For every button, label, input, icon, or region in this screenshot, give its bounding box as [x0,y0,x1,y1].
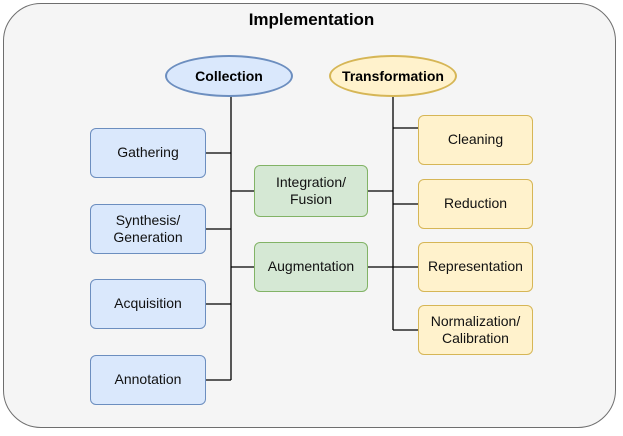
annotation-node: Annotation [90,355,206,405]
gathering-node: Gathering [90,128,206,178]
collection-node: Collection [165,55,293,97]
reduction-node: Reduction [418,179,533,229]
augmentation-node: Augmentation [254,242,368,292]
cleaning-node: Cleaning [418,115,533,165]
diagram-title: Implementation [248,10,375,29]
normalization-calibration-node: Normalization/ Calibration [418,305,533,355]
transformation-label: Transformation [342,68,444,84]
acquisition-node: Acquisition [90,279,206,329]
transformation-node: Transformation [329,55,457,97]
synthesis-generation-node: Synthesis/ Generation [90,204,206,254]
integration-fusion-node: Integration/ Fusion [254,165,368,217]
representation-node: Representation [418,242,533,292]
collection-label: Collection [195,68,263,84]
